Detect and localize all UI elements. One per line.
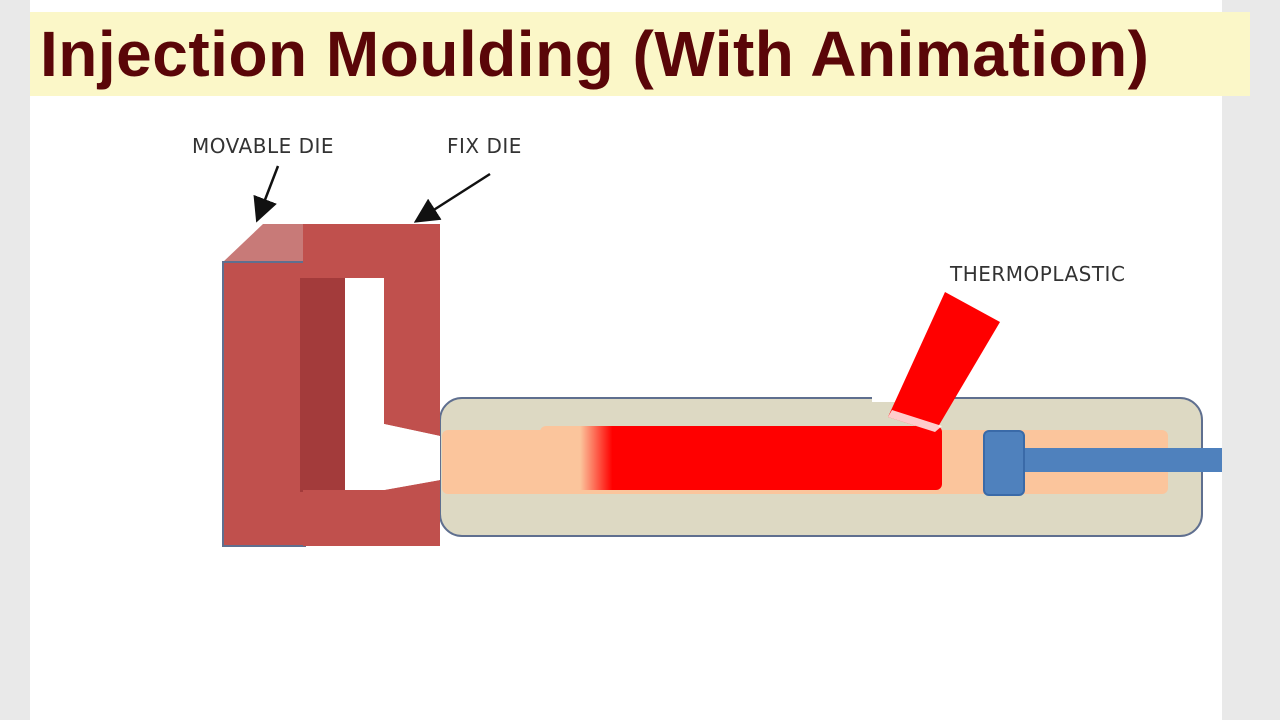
plunger-rod (1016, 448, 1222, 472)
feed-edge (888, 410, 942, 432)
page-title: Injection Moulding (With Animation) (40, 18, 1150, 90)
movable-die-arrow (253, 165, 280, 223)
fix-die-label: FIX DIE (447, 134, 522, 158)
plunger-head (983, 430, 1025, 496)
fix-die (303, 224, 440, 546)
movable-die (222, 261, 306, 547)
movable-die-label: MOVABLE DIE (192, 134, 334, 158)
molten-plastic (540, 426, 942, 490)
fix-die-arrow (413, 172, 491, 223)
mould-cavity (345, 278, 440, 490)
thermoplastic-feed (888, 292, 1000, 432)
thermoplastic-label: THERMOPLASTIC (949, 262, 1125, 286)
title-banner (30, 12, 1250, 96)
movable-die-face (300, 278, 345, 492)
